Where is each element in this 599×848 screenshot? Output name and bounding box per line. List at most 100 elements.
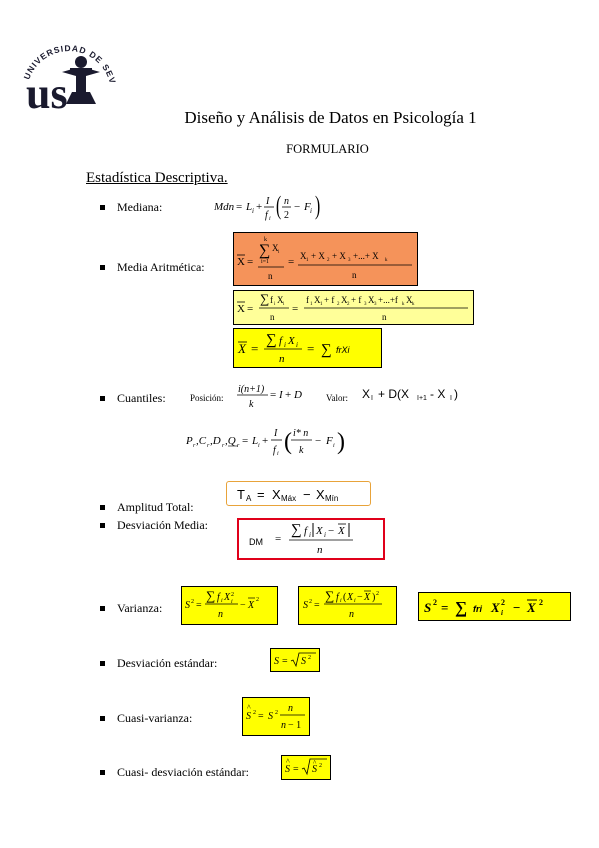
- svg-text:=: =: [441, 600, 448, 615]
- svg-text:,Q: ,Q: [225, 435, 236, 447]
- svg-text:n: n: [284, 196, 289, 207]
- svg-text:i: i: [324, 531, 326, 539]
- svg-text:I+1: I+1: [417, 395, 427, 402]
- svg-text:i: i: [283, 302, 285, 307]
- svg-text:+: +: [262, 435, 268, 447]
- svg-text:−: −: [328, 525, 334, 537]
- svg-text:2: 2: [191, 599, 194, 605]
- svg-text:L: L: [251, 435, 258, 447]
- svg-text:X: X: [341, 295, 348, 305]
- svg-text:S: S: [246, 711, 251, 722]
- svg-text:- X: - X: [430, 387, 445, 401]
- svg-text:S: S: [312, 764, 317, 775]
- item-cuasi-var: Cuasi-varianza:: [100, 711, 192, 726]
- svg-text:k: k: [385, 258, 388, 263]
- mediana-label: Mediana:: [117, 200, 163, 214]
- svg-text:−: −: [294, 201, 300, 213]
- svg-text:3: 3: [364, 302, 367, 307]
- desv-est-label: Desviación estándar:: [117, 656, 218, 670]
- svg-text:2: 2: [327, 258, 330, 263]
- bullet-icon: [100, 395, 105, 401]
- svg-text:k: k: [402, 302, 405, 307]
- cuasi-desv-formula: S^ = S^2: [281, 755, 331, 780]
- svg-text:+ f: + f: [351, 295, 361, 305]
- svg-text:r: r: [207, 443, 210, 449]
- svg-text:i: i: [252, 207, 254, 215]
- svg-text:=: =: [314, 600, 320, 611]
- desv-media-label: Desviación Media:: [117, 518, 208, 532]
- svg-text:2: 2: [275, 710, 278, 716]
- svg-text:S: S: [268, 711, 273, 722]
- svg-text:X: X: [315, 525, 324, 537]
- svg-text:r: r: [222, 443, 225, 449]
- bullet-icon: [100, 264, 105, 270]
- svg-text:1: 1: [320, 302, 323, 307]
- svg-text:i: i: [278, 250, 280, 255]
- svg-text:^: ^: [313, 759, 317, 767]
- svg-text:X: X: [247, 600, 255, 611]
- svg-text:X: X: [314, 295, 321, 305]
- svg-text:=: =: [258, 711, 264, 722]
- svg-text:X: X: [223, 592, 231, 603]
- svg-text:=: =: [293, 764, 299, 775]
- svg-text:=: =: [236, 201, 242, 213]
- svg-text:=: =: [282, 656, 288, 667]
- svg-text:=: =: [275, 533, 281, 545]
- svg-text:P: P: [186, 435, 193, 447]
- svg-text:): ): [315, 192, 320, 220]
- svg-text:n: n: [382, 312, 387, 322]
- svg-text:i: i: [309, 531, 311, 539]
- svg-text:+ D(X: + D(X: [378, 387, 409, 401]
- bullet-icon: [100, 204, 105, 210]
- svg-text:2: 2: [433, 598, 437, 607]
- svg-text:2: 2: [253, 710, 256, 716]
- svg-text:i: i: [333, 443, 335, 449]
- svg-text:,C: ,C: [196, 435, 207, 447]
- svg-text:r: r: [193, 443, 196, 449]
- svg-text:X: X: [277, 295, 284, 305]
- svg-text:): ): [454, 387, 458, 401]
- svg-text:i: i: [501, 609, 503, 617]
- svg-text:S: S: [303, 600, 308, 611]
- svg-text:(: (: [284, 429, 292, 455]
- svg-text:): ): [372, 592, 375, 603]
- cuantiles-valor-label: Valor:: [326, 393, 348, 403]
- svg-text:+...+f: +...+f: [378, 295, 398, 305]
- svg-text:2: 2: [256, 597, 259, 603]
- bullet-icon: [100, 715, 105, 721]
- svg-text:+ X: + X: [332, 251, 346, 261]
- svg-text:2: 2: [308, 655, 311, 661]
- item-media: Media Aritmética:: [100, 260, 205, 275]
- svg-text:n: n: [270, 312, 275, 322]
- svg-text:I: I: [273, 428, 278, 439]
- item-varianza: Varianza:: [100, 601, 162, 616]
- university-seal-icon: UNIVERSIDAD DE SEVILLA us: [14, 14, 117, 118]
- svg-text:i: i: [296, 341, 298, 349]
- item-amplitud: Amplitud Total:: [100, 500, 194, 515]
- cuantiles-posicion-label: Posición:: [190, 393, 224, 403]
- svg-text:^: ^: [286, 757, 290, 766]
- svg-text:^: ^: [247, 703, 251, 712]
- svg-text:S: S: [424, 600, 431, 615]
- logo-initials: us: [26, 69, 68, 114]
- svg-text:n: n: [218, 609, 223, 620]
- svg-text:2: 2: [539, 598, 543, 607]
- svg-text:3: 3: [348, 258, 351, 263]
- svg-text:k: k: [299, 445, 304, 456]
- svg-text:n: n: [268, 271, 273, 281]
- svg-text:i: i: [269, 216, 271, 222]
- university-logo: UNIVERSIDAD DE SEVILLA us: [14, 14, 118, 118]
- mediana-formula: Mdn = L i + I f i ( n 2 − F i ): [213, 191, 344, 227]
- varianza-label: Varianza:: [117, 601, 163, 615]
- svg-text:fri: fri: [473, 604, 482, 614]
- svg-text:=: =: [247, 303, 253, 315]
- svg-text:I: I: [278, 389, 284, 401]
- svg-text:i: i: [231, 599, 233, 605]
- svg-text:=: =: [251, 341, 258, 356]
- svg-text:∑: ∑: [260, 291, 269, 306]
- svg-text:f: f: [273, 445, 277, 456]
